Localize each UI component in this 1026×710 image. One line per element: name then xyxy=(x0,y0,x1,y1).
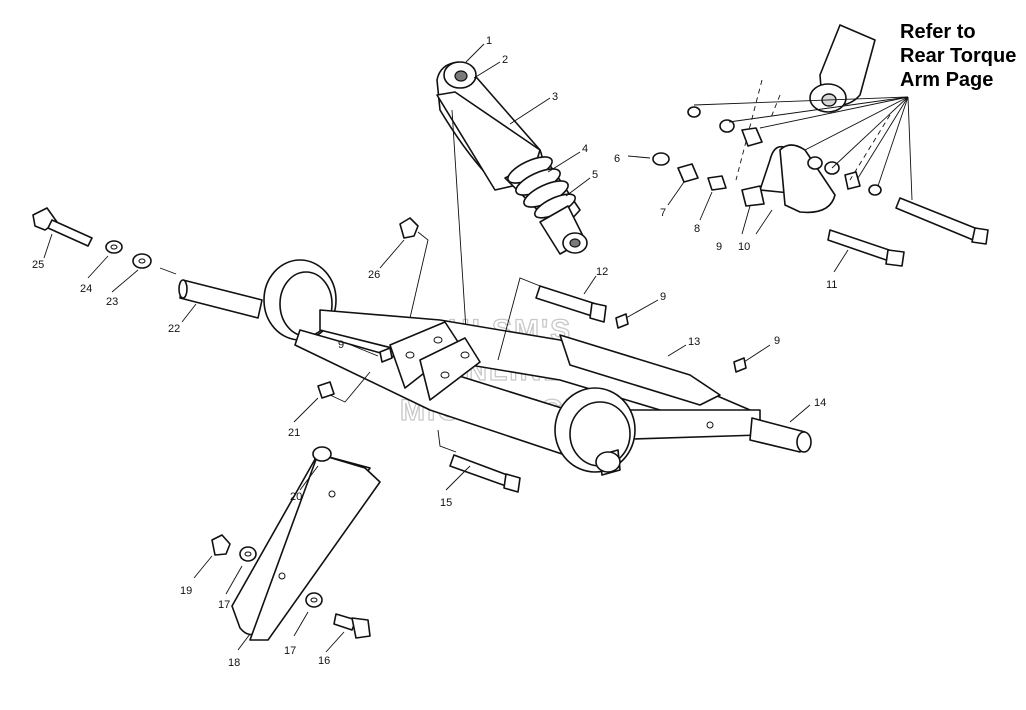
callout-2: 2 xyxy=(502,54,508,66)
swing-arm xyxy=(178,259,812,476)
callout-labels: 1 2 3 4 5 6 7 8 9 10 11 12 9 13 9 9 14 1… xyxy=(32,35,837,669)
callout-8: 8 xyxy=(694,223,700,235)
shock-absorber xyxy=(436,61,763,331)
callout-24: 24 xyxy=(80,283,92,295)
callout-9-right: 9 xyxy=(774,335,780,347)
callout-21: 21 xyxy=(288,427,300,439)
callout-16: 16 xyxy=(318,655,330,667)
callout-9-upper: 9 xyxy=(660,291,666,303)
torque-arm-bracket xyxy=(652,24,989,267)
leader-lines xyxy=(43,43,849,653)
callout-25: 25 xyxy=(32,259,44,271)
callout-6: 6 xyxy=(614,153,620,165)
callout-22: 22 xyxy=(168,323,180,335)
callout-17-lower: 17 xyxy=(284,645,296,657)
callout-5: 5 xyxy=(592,169,598,181)
callout-9-left: 9 xyxy=(338,339,344,351)
callout-23: 23 xyxy=(106,296,118,308)
callout-20: 20 xyxy=(290,491,302,503)
note-line-1: Refer to xyxy=(900,21,976,43)
callout-1: 1 xyxy=(486,35,492,47)
reference-note: Refer to Rear Torque Arm Page xyxy=(900,21,1016,91)
callout-7: 7 xyxy=(660,207,666,219)
callout-11: 11 xyxy=(826,279,837,291)
callout-10: 10 xyxy=(738,241,750,253)
callout-4: 4 xyxy=(582,143,588,155)
note-line-2: Rear Torque xyxy=(900,45,1016,67)
callout-9-bracket: 9 xyxy=(716,241,722,253)
callout-17-upper: 17 xyxy=(218,599,230,611)
callout-14: 14 xyxy=(814,397,826,409)
link-arm xyxy=(211,446,381,641)
callout-18: 18 xyxy=(228,657,240,669)
fasteners xyxy=(32,207,607,493)
callout-3: 3 xyxy=(552,91,558,103)
callout-12: 12 xyxy=(596,266,608,278)
note-line-3: Arm Page xyxy=(900,69,993,91)
callout-15: 15 xyxy=(440,497,452,509)
callout-26: 26 xyxy=(368,269,380,281)
callout-13: 13 xyxy=(688,336,700,348)
callout-19: 19 xyxy=(180,585,192,597)
